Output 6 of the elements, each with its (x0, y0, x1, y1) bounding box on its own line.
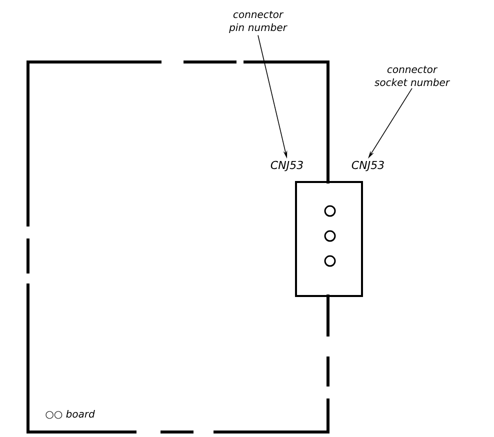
connector-box (295, 181, 363, 297)
connector-label: CNJ53 (270, 160, 303, 172)
board-label: ○○ board (46, 410, 95, 419)
connector-label: CNJ53 (352, 160, 384, 172)
callout-text: connector pin number (229, 10, 288, 34)
callout-text: connector socket number (374, 66, 450, 86)
